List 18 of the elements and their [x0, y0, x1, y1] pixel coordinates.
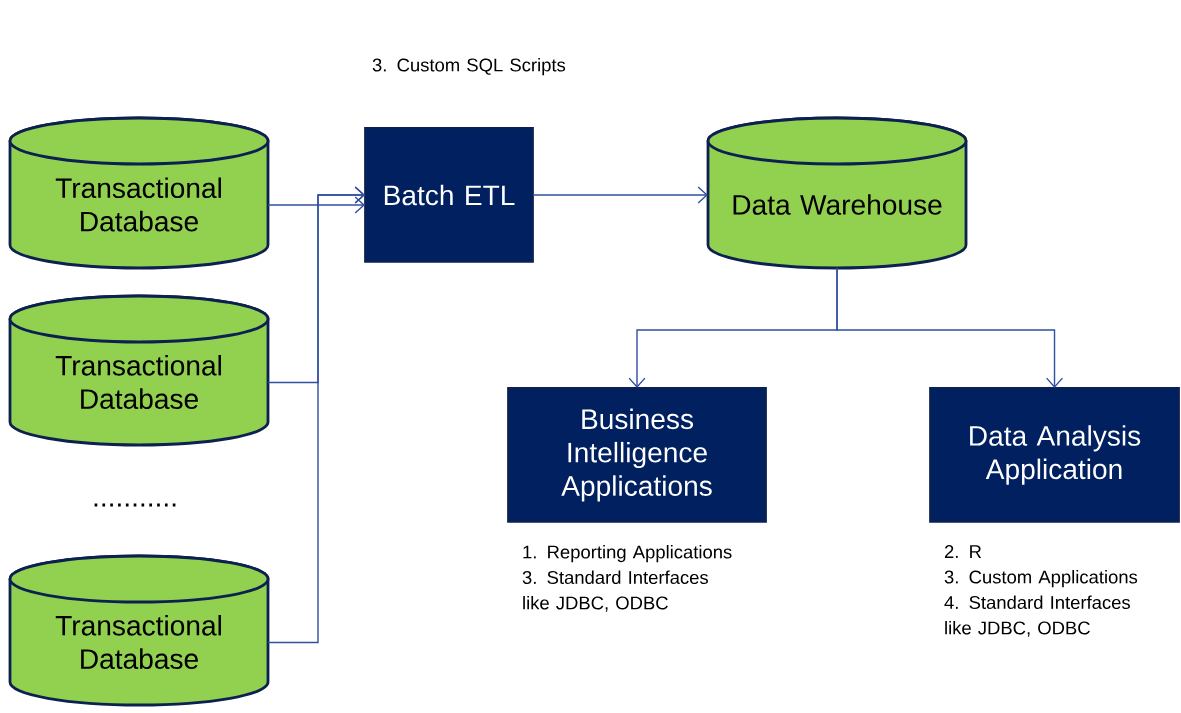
list-item: 1. Reporting Applications: [523, 545, 732, 563]
arrow: [267, 196, 365, 214]
arrow: [532, 186, 708, 204]
process-box: Data Analysis Application: [929, 387, 1180, 523]
list-item: 4. Standard Interfaces like JDBC, ODBC: [944, 595, 1130, 637]
database-cylinder: Data Warehouse: [706, 116, 968, 270]
list-item: 3. Standard Interfaces like JDBC, ODBC: [522, 570, 708, 612]
process-box: Business Intelligence Applications: [507, 387, 767, 523]
database-cylinder: Transactional Database: [8, 554, 270, 707]
database-cylinder: Transactional Database: [8, 294, 270, 447]
ellipsis-text: ...........: [94, 503, 176, 507]
list-item: 2. R: [944, 545, 982, 558]
process-box: Batch ETL: [364, 127, 534, 263]
database-cylinder: Transactional Database: [8, 116, 270, 270]
list-item: 3. Custom SQL Scripts: [372, 58, 566, 76]
arrow: [267, 186, 365, 644]
list-item: 3. Custom Applications: [944, 570, 1138, 588]
arrow: [836, 267, 1064, 388]
